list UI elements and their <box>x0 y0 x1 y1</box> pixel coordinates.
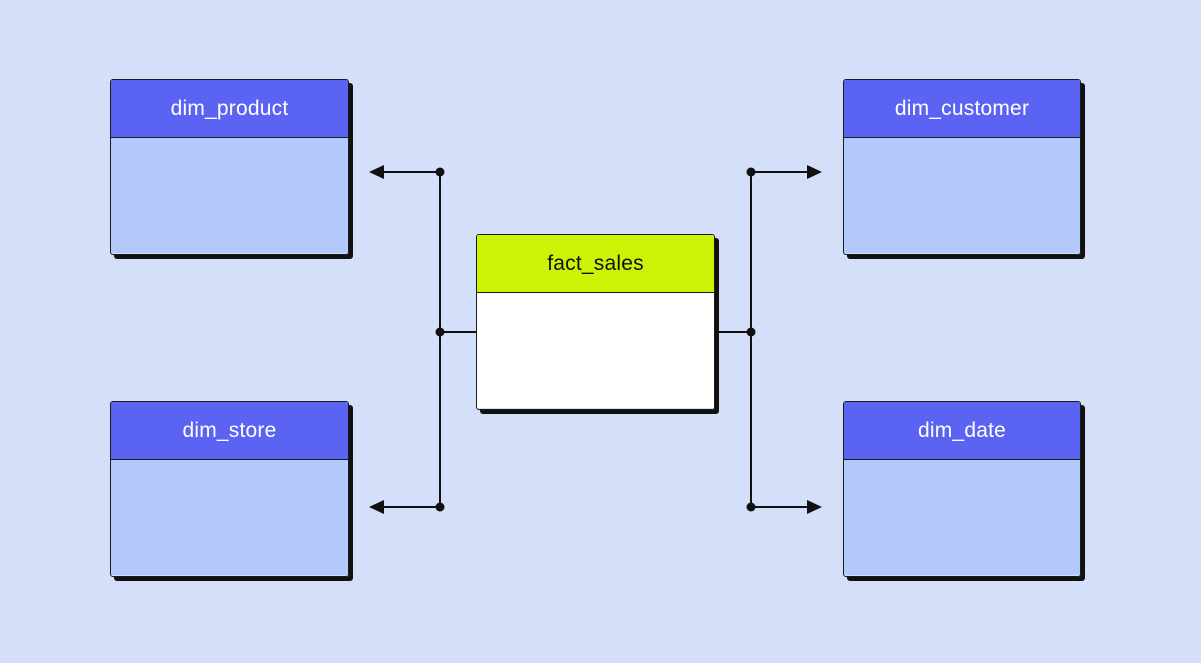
arrowhead-dim-store <box>369 500 384 514</box>
dim-date-header: dim_date <box>844 402 1080 460</box>
dim-date-body <box>844 460 1080 575</box>
arrowhead-dim-customer <box>807 165 822 179</box>
dim-date-table[interactable]: dim_date <box>843 401 1081 577</box>
dim-customer-header: dim_customer <box>844 80 1080 138</box>
arrowhead-dim-product <box>369 165 384 179</box>
dim-product-header: dim_product <box>111 80 348 138</box>
dim-product-table[interactable]: dim_product <box>110 79 349 255</box>
junction-dot <box>435 327 445 337</box>
junction-dot <box>746 327 756 337</box>
junction-dot <box>435 167 445 177</box>
dim-customer-table[interactable]: dim_customer <box>843 79 1081 255</box>
dim-store-header: dim_store <box>111 402 348 460</box>
dim-store-body <box>111 460 348 575</box>
junction-dot <box>435 502 445 512</box>
arrowhead-dim-date <box>807 500 822 514</box>
fact-sales-table[interactable]: fact_sales <box>476 234 715 410</box>
junction-dot <box>746 502 756 512</box>
junction-dot <box>746 167 756 177</box>
dim-customer-body <box>844 138 1080 253</box>
dim-store-table[interactable]: dim_store <box>110 401 349 577</box>
fact-sales-body <box>477 293 714 408</box>
fact-sales-header: fact_sales <box>477 235 714 293</box>
dim-product-body <box>111 138 348 253</box>
